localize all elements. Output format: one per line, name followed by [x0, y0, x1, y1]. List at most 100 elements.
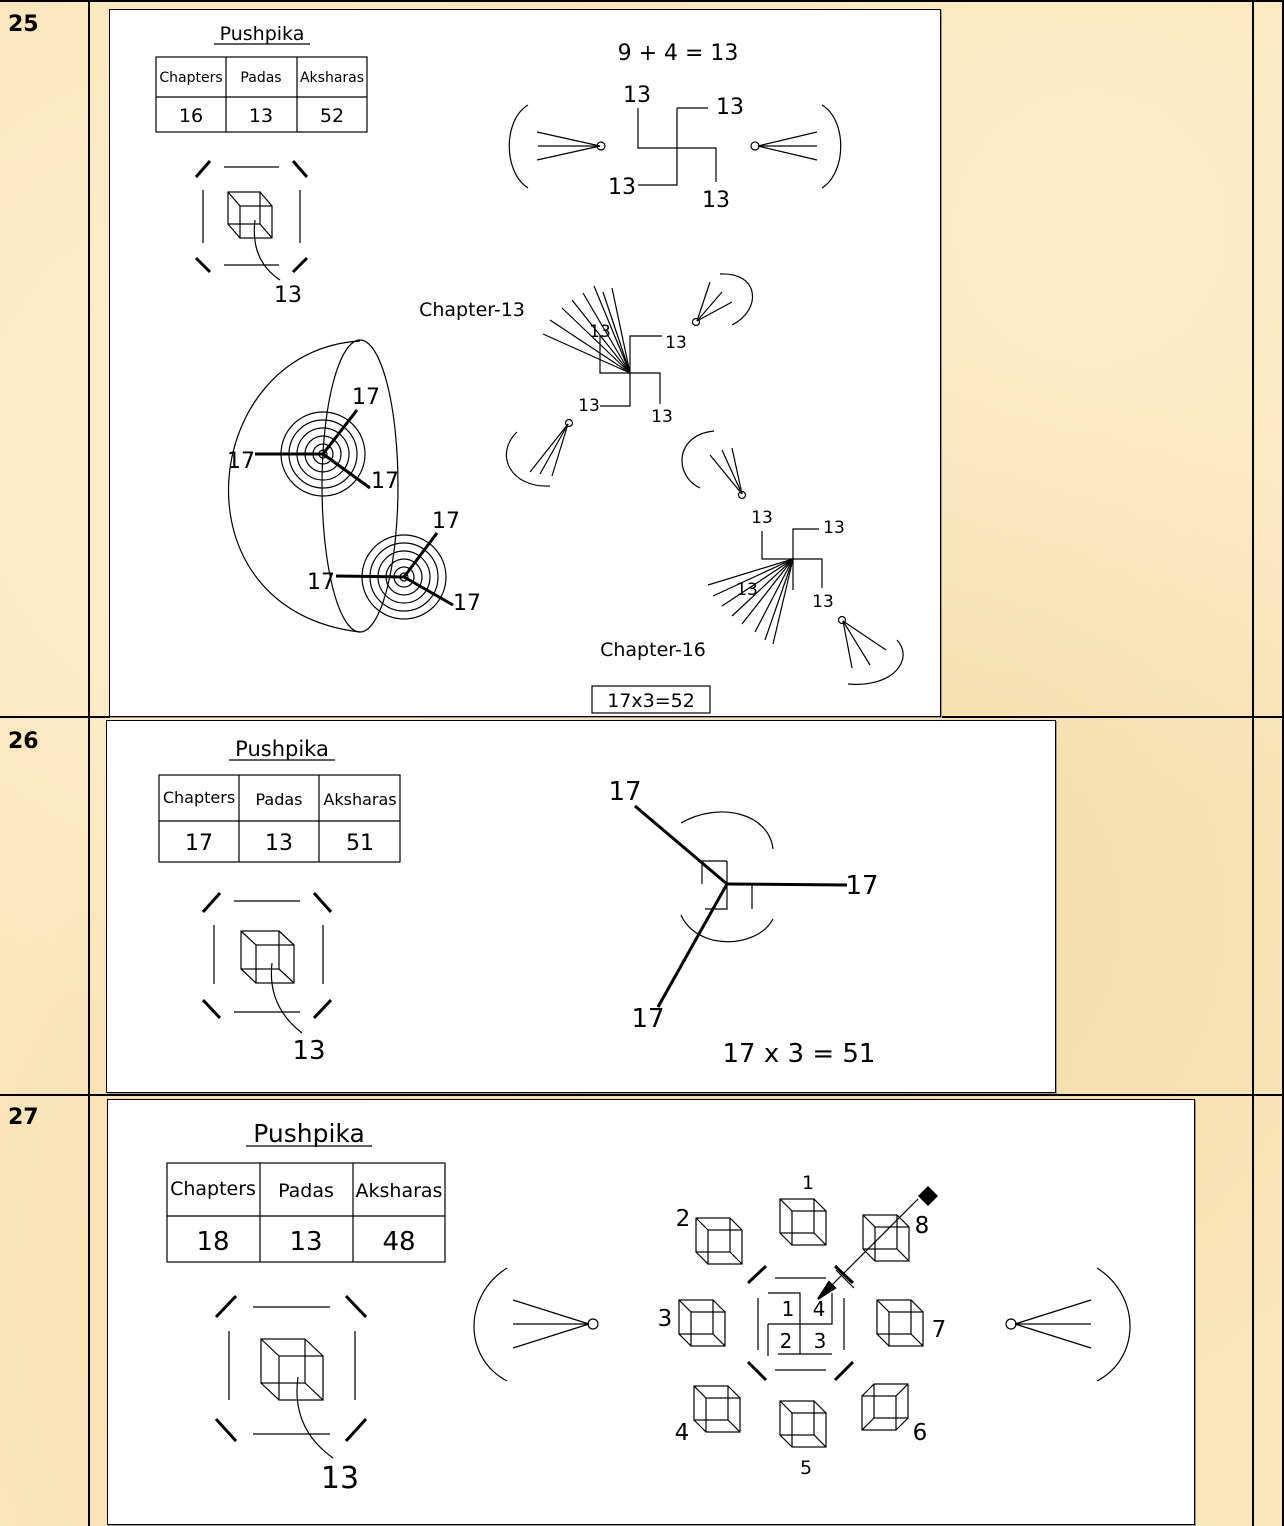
swastika-label-bottom-left: 13 — [608, 175, 636, 200]
chapter-13-label-c: 13 — [578, 396, 600, 416]
ring-label-2: 2 — [676, 1206, 691, 1232]
table-header-aksharas: Aksharas — [300, 70, 364, 86]
table-value-aksharas: 51 — [346, 831, 374, 856]
tri-label-top: 17 — [608, 777, 641, 807]
tri-label-bottom: 17 — [631, 1004, 664, 1034]
ring-cube-1 — [779, 1198, 827, 1246]
ray-arcs — [473, 1267, 1131, 1382]
chapter-13-label-d: 13 — [651, 407, 673, 427]
table-value-aksharas: 52 — [320, 105, 344, 127]
table-value-aksharas: 48 — [382, 1227, 415, 1257]
diagram-panel-26: Pushpika Chapters Padas Aksharas 17 13 5… — [106, 720, 1056, 1093]
equation: 17 x 3 = 51 — [723, 1039, 876, 1069]
table-value-chapters: 16 — [179, 105, 203, 127]
center-label-4: 4 — [813, 1297, 826, 1321]
cube-label: 13 — [292, 1036, 325, 1066]
cube-octagon-figure — [214, 1294, 368, 1459]
swastika-label-top-right: 13 — [716, 95, 744, 120]
pushpika-title: Pushpika — [220, 23, 305, 45]
chapter-16-label-b: 13 — [823, 518, 845, 538]
equation-top: 9 + 4 = 13 — [618, 41, 739, 66]
chapter-13-label-a: 13 — [589, 322, 611, 342]
ring-cube-7 — [876, 1299, 924, 1347]
sphere-label-6: 17 — [453, 591, 481, 616]
sphere-label-3: 17 — [371, 469, 399, 494]
center-label-2: 2 — [780, 1329, 793, 1353]
sphere-label-2: 17 — [227, 449, 255, 474]
diagram-27: Pushpika Chapters Padas Aksharas 18 13 4… — [166, 1119, 1131, 1496]
ring-label-6: 6 — [913, 1420, 928, 1446]
center-label-3: 3 — [814, 1329, 827, 1353]
diagram-25: Pushpika Chapters Padas Aksharas 16 13 5… — [155, 23, 904, 714]
ring-cube-6 — [861, 1383, 909, 1431]
table-value-padas: 13 — [249, 105, 273, 127]
pushpika-table: Chapters Padas Aksharas 16 13 52 — [155, 56, 368, 133]
ring-cube-2 — [695, 1217, 743, 1265]
cube-ring — [678, 1198, 924, 1448]
tri-label-right: 17 — [845, 871, 878, 901]
table-header-aksharas: Aksharas — [356, 1180, 443, 1202]
row-number: 26 — [8, 729, 39, 754]
ring-cube-4 — [693, 1385, 741, 1433]
table-header-padas: Padas — [240, 70, 281, 86]
equation-bottom: 17x3=52 — [607, 690, 695, 712]
ring-label-5: 5 — [800, 1457, 812, 1479]
hemisphere-figure — [227, 339, 454, 633]
swastika-top — [508, 104, 842, 189]
diagram-panel-25: Pushpika Chapters Padas Aksharas 16 13 5… — [109, 9, 941, 717]
table-header-chapters: Chapters — [159, 70, 222, 86]
cube-label: 13 — [274, 283, 302, 308]
tri-swastika-figure — [634, 804, 848, 1008]
table-column-divider — [1252, 0, 1254, 1526]
pushpika-table: Chapters Padas Aksharas 18 13 48 — [166, 1162, 446, 1263]
table-header-chapters: Chapters — [170, 1178, 256, 1200]
pushpika-title: Pushpika — [235, 737, 329, 761]
row-number: 27 — [8, 1105, 39, 1130]
center-label-1: 1 — [782, 1297, 795, 1321]
chapter-13-swastika — [505, 273, 754, 487]
chapter-16-label-d: 13 — [812, 592, 834, 612]
table-column-divider — [88, 0, 90, 1526]
sphere-label-5: 17 — [307, 570, 335, 595]
sphere-label-1: 17 — [352, 385, 380, 410]
ring-label-8: 8 — [915, 1213, 930, 1239]
chapter-16-swastika — [681, 430, 904, 685]
table-value-padas: 13 — [265, 831, 293, 856]
ring-cube-3 — [678, 1299, 726, 1347]
ring-label-1: 1 — [802, 1172, 814, 1194]
chapter-13-label: Chapter-13 — [419, 299, 525, 321]
diagram-26: Pushpika Chapters Padas Aksharas 17 13 5… — [158, 737, 879, 1069]
diagram-panel-27: Pushpika Chapters Padas Aksharas 18 13 4… — [107, 1099, 1195, 1525]
table-header-chapters: Chapters — [163, 788, 235, 807]
equation-box — [591, 685, 711, 714]
center-swastika — [746, 1186, 938, 1382]
ring-cube-8 — [862, 1214, 910, 1262]
ring-cube-5 — [779, 1400, 827, 1448]
sphere-label-4: 17 — [432, 509, 460, 534]
chapter-13-label-b: 13 — [665, 333, 687, 353]
pushpika-title: Pushpika — [253, 1119, 365, 1148]
table-top-border — [0, 0, 1284, 2]
swastika-label-bottom-right: 13 — [702, 188, 730, 213]
chapter-16-label: Chapter-16 — [600, 639, 706, 661]
cube-octagon-figure — [194, 160, 309, 281]
table-value-chapters: 18 — [196, 1227, 229, 1257]
cube-octagon-figure — [201, 891, 333, 1034]
ring-label-7: 7 — [932, 1317, 947, 1343]
ring-label-4: 4 — [675, 1420, 690, 1446]
table-header-padas: Padas — [278, 1180, 334, 1202]
table-header-aksharas: Aksharas — [323, 790, 396, 809]
chapter-16-label-c: 13 — [736, 580, 758, 600]
table-right-border — [1282, 0, 1284, 1526]
table-header-padas: Padas — [255, 790, 302, 809]
table-value-chapters: 17 — [185, 831, 213, 856]
chapter-16-label-a: 13 — [751, 508, 773, 528]
table-value-padas: 13 — [289, 1227, 322, 1257]
row-number: 25 — [8, 12, 39, 37]
swastika-label-top-left: 13 — [623, 83, 651, 108]
table-row-divider — [0, 1094, 1284, 1096]
ring-label-3: 3 — [658, 1306, 673, 1332]
cube-label: 13 — [321, 1461, 359, 1496]
table-row-divider — [0, 716, 1284, 718]
pushpika-table: Chapters Padas Aksharas 17 13 51 — [158, 774, 401, 863]
